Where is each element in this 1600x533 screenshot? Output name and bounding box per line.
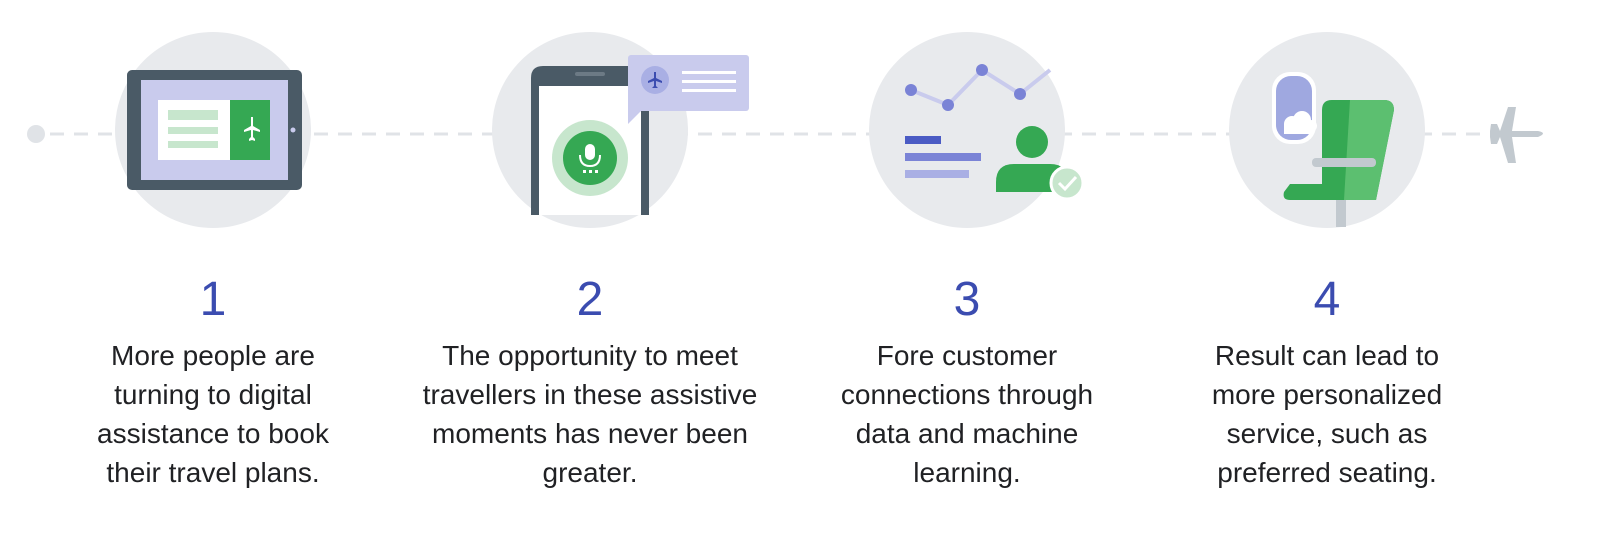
- step-description: Fore customer connections through data a…: [840, 340, 1094, 488]
- analytics-customer-icon: [905, 64, 1085, 201]
- step-number: 3: [953, 273, 981, 326]
- step-description: The opportunity to meet travellers in th…: [422, 340, 758, 488]
- step-number: 1: [199, 273, 227, 326]
- step-number: 4: [1313, 273, 1341, 326]
- timeline-start-dot: [27, 125, 45, 143]
- airplane-seat-icon: [1272, 72, 1394, 227]
- step-3: 3 Fore customer connections through data…: [797, 270, 1137, 492]
- step-number: 2: [576, 273, 604, 326]
- step-4: 4 Result can lead to more personalized s…: [1157, 270, 1497, 492]
- step-1: 1 More people are turning to digital ass…: [43, 270, 383, 492]
- step-description: More people are turning to digital assis…: [97, 340, 329, 488]
- phone-voice-assistant-icon: [531, 55, 749, 215]
- tablet-boarding-pass-icon: [127, 70, 302, 190]
- timeline-illustration: [27, 32, 1543, 228]
- step-2: 2 The opportunity to meet travellers in …: [420, 270, 760, 492]
- step-description: Result can lead to more personalized ser…: [1211, 340, 1443, 488]
- airplane-icon: [1490, 107, 1543, 163]
